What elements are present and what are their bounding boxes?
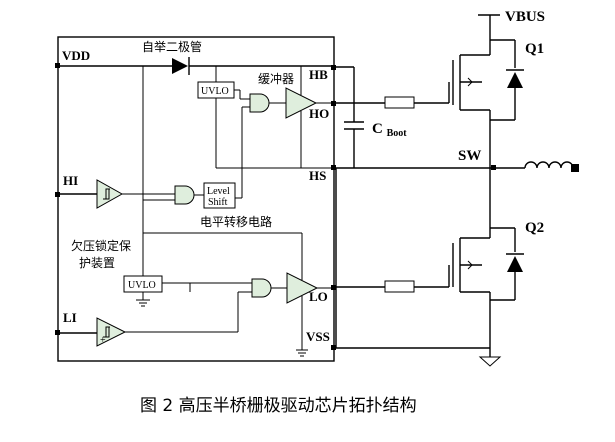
- level-shift-block: [203, 182, 236, 209]
- li-schmitt-buffer: [96, 317, 127, 347]
- driver-ic-outline: [57, 36, 335, 362]
- uvlo-low-label: UVLO: [128, 280, 156, 291]
- sw-label: SW: [458, 148, 481, 164]
- ground-icon-main: [478, 356, 502, 367]
- uvlo-high-label: UVLO: [201, 86, 229, 97]
- bootstrap-diode-label: 自举二极管: [142, 39, 202, 54]
- li-pin: LI: [55, 310, 77, 335]
- undervoltage-protection-label-2: 护装置: [79, 256, 115, 270]
- vss-pin: VSS: [306, 329, 336, 350]
- li-pin-label: LI: [63, 310, 77, 325]
- vdd-pin: VDD: [55, 48, 90, 68]
- lo-gate-resistor: [384, 280, 415, 293]
- figure-caption: 图 2 高压半桥栅极驱动芯片拓扑结构: [140, 396, 417, 416]
- lo-pin: LO: [309, 285, 336, 304]
- buffer-label: 缓冲器: [258, 71, 294, 86]
- q1-mosfet-icon: [452, 39, 524, 168]
- hb-pin-label: HB: [309, 67, 328, 82]
- hs-pin: HS: [309, 165, 336, 183]
- hi-pin: HI: [55, 173, 78, 197]
- and-gate-high: [249, 93, 270, 113]
- hs-pin-label: HS: [309, 168, 326, 183]
- ho-pin-label: HO: [309, 106, 329, 121]
- buffer-low: [286, 272, 319, 304]
- ground-icon-uvlo: [136, 299, 150, 307]
- bootstrap-diode-icon: [172, 57, 190, 75]
- li-buffer-plus: +: [100, 335, 106, 346]
- q2-mosfet-icon: [452, 168, 524, 348]
- q2-label: Q2: [525, 220, 544, 236]
- ground-icon-buffer: [296, 349, 308, 357]
- level-shift-line1: Level: [207, 186, 230, 197]
- hi-pin-label: HI: [63, 173, 78, 188]
- cboot-subscript: Boot: [387, 128, 408, 139]
- hb-pin: HB: [309, 65, 336, 82]
- and-gate-level-shift: [174, 185, 195, 205]
- ho-pin: HO: [309, 101, 336, 121]
- undervoltage-protection-label-1: 欠压锁定保: [71, 238, 131, 253]
- inductor-icon: [524, 161, 574, 169]
- svg-text:C Boot: C Boot: [372, 121, 407, 139]
- buffer-high: [285, 87, 318, 119]
- vdd-pin-label: VDD: [62, 48, 90, 63]
- and-gate-low: [251, 278, 272, 298]
- vbus-label: VBUS: [505, 9, 545, 25]
- cboot-label: C: [372, 121, 383, 137]
- q1-label: Q1: [525, 41, 544, 57]
- vss-pin-label: VSS: [306, 329, 330, 344]
- level-shift-line2: Shift: [208, 197, 228, 208]
- ho-gate-resistor: [384, 96, 415, 109]
- bootstrap-capacitor-icon: [344, 121, 364, 130]
- lo-pin-label: LO: [309, 289, 328, 304]
- level-shift-circuit-label: 电平转移电路: [200, 214, 272, 229]
